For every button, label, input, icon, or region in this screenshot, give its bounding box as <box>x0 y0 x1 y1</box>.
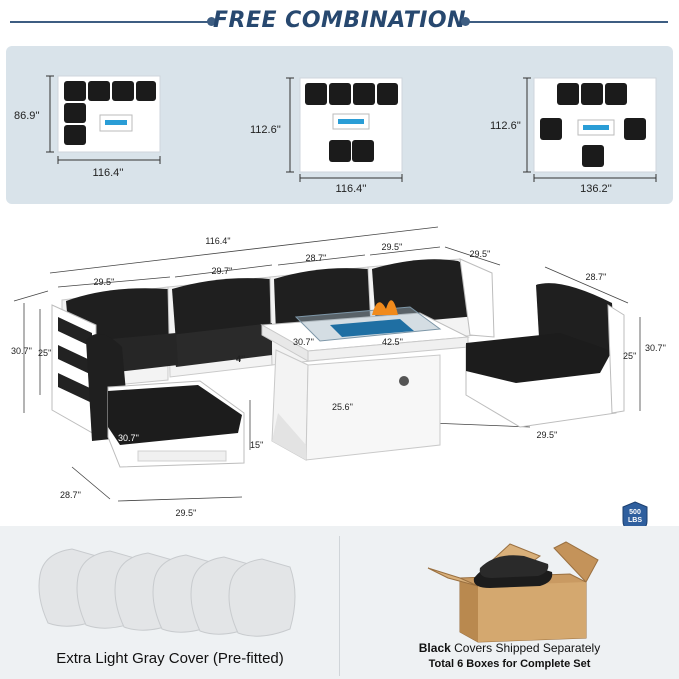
combo-1-width-label: 116.4'' <box>92 167 124 179</box>
left-chair <box>51 304 245 468</box>
page-title: FREE COMBINATION <box>212 8 467 33</box>
left-chair-seat-height-label: 15'' <box>250 440 264 450</box>
seat-3-width-label: 28.7'' <box>305 253 327 263</box>
black-cover-caption: Black Covers Shipped Separately <box>340 641 679 655</box>
bottom-divider <box>339 536 340 676</box>
header-dot-left <box>207 17 216 26</box>
combo-3-width-label: 136.2'' <box>580 183 612 195</box>
left-height-seat-label: 25'' <box>38 348 52 358</box>
combo-2-diagram <box>286 77 403 182</box>
black-cover-caption-rest: Covers Shipped Separately <box>450 641 601 655</box>
dimension-lines <box>13 226 641 502</box>
combo-3-diagram <box>523 77 657 182</box>
left-bottom-depth-label: 28.7'' <box>60 490 81 500</box>
corner-depth-label: 29.5'' <box>469 249 491 259</box>
seat-1-width-label: 29.5'' <box>93 277 115 287</box>
header-dot-right <box>461 17 470 26</box>
right-chair-width-label: 29.5'' <box>536 430 558 440</box>
shipping-box-illustration <box>427 541 599 643</box>
table-width-label: 42.5'' <box>382 337 403 347</box>
combo-1-diagram <box>46 75 161 164</box>
left-chair-depth-label: 30.7'' <box>118 433 139 443</box>
sectional-sofa-illustration <box>13 226 641 502</box>
gray-cover-cushions-illustration <box>38 548 296 637</box>
right-chair-depth-label: 28.7'' <box>585 272 607 282</box>
table-height-label: 25.6'' <box>332 402 353 412</box>
fire-pit-table <box>260 300 470 461</box>
right-chair <box>465 283 625 428</box>
gray-cover-caption: Extra Light Gray Cover (Pre-fitted) <box>56 650 284 667</box>
header: FREE COMBINATION <box>0 0 679 46</box>
right-chair-height-seat-label: 25'' <box>623 351 637 361</box>
badge-line-2: LBS <box>628 517 642 524</box>
combo-2-height-label: 112.6'' <box>250 124 281 136</box>
table-depth-label: 30.7'' <box>293 337 314 347</box>
seat-4-width-label: 29.5'' <box>381 242 403 252</box>
left-bottom-width-label: 29.5'' <box>175 508 197 518</box>
total-width-label: 116.4'' <box>205 236 231 246</box>
header-rule-right <box>468 21 668 23</box>
left-height-total-label: 30.7'' <box>11 346 32 356</box>
combo-3-height-label: 112.6'' <box>490 120 521 132</box>
boxes-count-caption: Total 6 Boxes for Complete Set <box>428 658 591 670</box>
header-rule-left <box>10 21 210 23</box>
black-cover-caption-bold: Black <box>418 641 451 655</box>
badge-line-1: 500 <box>629 509 641 516</box>
combo-1-height-label: 86.9'' <box>14 110 40 122</box>
combination-diagrams <box>46 75 657 182</box>
right-chair-height-total-label: 30.7'' <box>645 343 666 353</box>
combo-2-width-label: 116.4'' <box>335 183 367 195</box>
weight-capacity-badge-text: 500 LBS <box>621 509 649 525</box>
seat-2-width-label: 29.7'' <box>211 266 233 276</box>
seat-gap-label: 4'' <box>236 354 246 364</box>
